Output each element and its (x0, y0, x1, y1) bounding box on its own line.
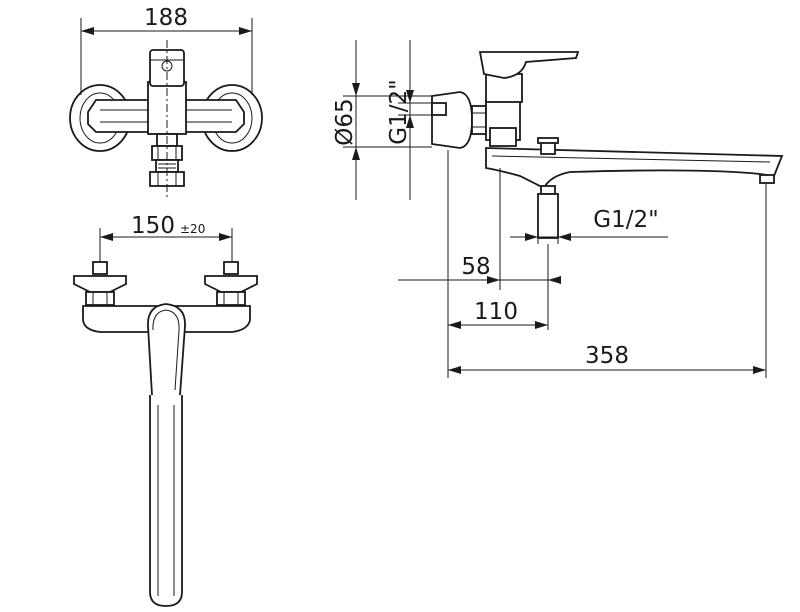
dim-188-label: 188 (144, 5, 188, 31)
dim-58: 58 (398, 168, 561, 290)
dim-150-tolerance: ±20 (180, 222, 205, 236)
dim-110: 110 (447, 150, 549, 378)
connector-side (471, 105, 487, 135)
top-view (69, 40, 263, 200)
dim-150-label: 150 (131, 213, 175, 239)
left-rosette (73, 275, 127, 293)
body-lower-side (489, 127, 517, 147)
right-rosette (204, 275, 258, 293)
dim-thread-left: G1/2" (386, 40, 445, 200)
flange-side (431, 91, 473, 149)
dim-188: 188 (80, 5, 253, 95)
left-stem (92, 261, 108, 275)
dim-150: 150 ±20 (99, 213, 233, 262)
outlet-nut-side (540, 185, 556, 195)
aerator-side (759, 174, 775, 184)
dim-diameter-label: Ø65 (332, 98, 358, 145)
spout-side (485, 147, 784, 190)
dim-diameter: Ø65 (332, 40, 432, 200)
lever-front (147, 303, 186, 403)
right-stem (223, 261, 239, 275)
front-view (73, 261, 258, 607)
dim-58-label: 58 (461, 254, 490, 280)
dim-thread-right: G1/2" (510, 200, 668, 244)
outlet-pipe-side (537, 193, 559, 239)
dim-358: 358 (448, 184, 767, 378)
flange-marker (431, 102, 447, 116)
dim-358-label: 358 (585, 343, 629, 369)
side-view (431, 51, 784, 239)
dim-thread-right-label: G1/2" (593, 207, 658, 233)
spout-front (149, 395, 183, 607)
dim-thread-left-label: G1/2" (386, 79, 412, 144)
diverter-cap (537, 137, 559, 144)
lever-side (478, 51, 580, 79)
right-nut (216, 291, 246, 306)
left-nut (85, 291, 115, 306)
dim-110-label: 110 (474, 299, 518, 325)
